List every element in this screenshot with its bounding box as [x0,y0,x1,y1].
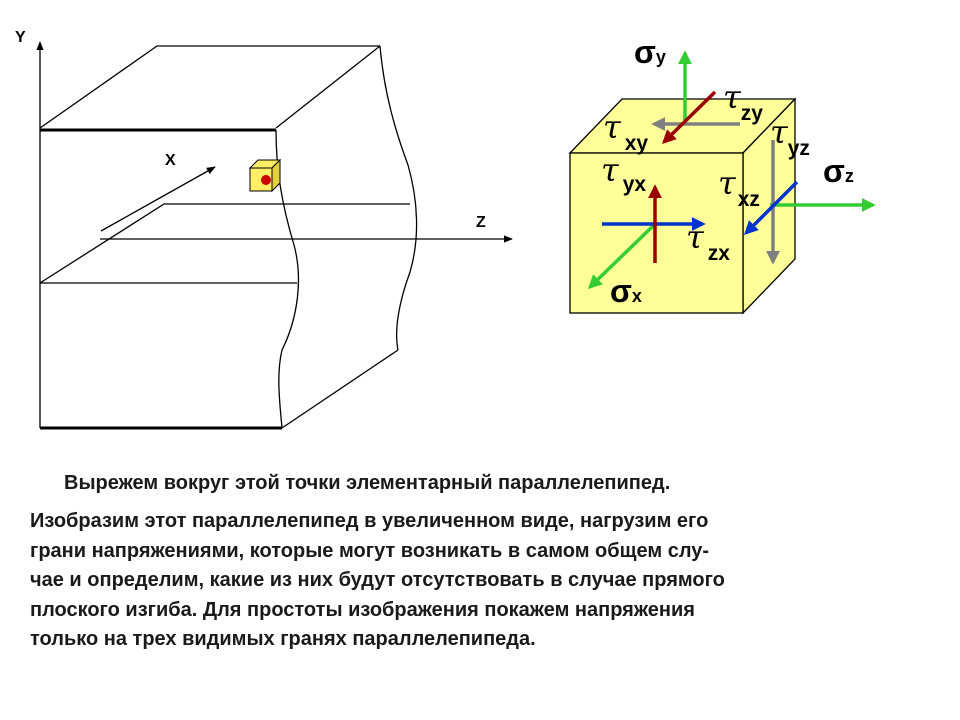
beam-top-back-edge [39,45,380,129]
caption-body: Изобразим этот параллелепипед в увеличен… [30,507,955,655]
caption-line: только на трех видимых гранях параллелеп… [30,628,536,650]
beam-drawing: Y Z X [15,29,513,430]
sigma-x-arrow [587,222,657,289]
tau-xz-arrow [744,180,799,235]
caption-line: грани напряжениями, которые могут возник… [30,539,710,562]
beam-break-line-back [379,45,418,351]
beam-break-line-front [275,129,300,429]
caption-intro: Вырежем вокруг этой точки элементарный п… [64,469,670,499]
axis-x-line [100,166,216,232]
small-element-cube [248,158,282,193]
sigma-x-label: σx [610,273,642,309]
sigma-z-label: σz [823,153,854,189]
axis-z-label: Z [476,214,486,231]
tau-zy-label: τzy [723,78,763,125]
tau-yz-label: τyz [770,113,810,160]
sigma-y-label: σy [634,34,666,70]
beam-top-right-edge [275,45,381,129]
caption-line: чае и определим, какие из них будут отсу… [30,569,725,591]
axis-x-label: X [165,152,176,169]
neutral-layer-plane [39,203,410,284]
beam-bottom-right-edge [281,349,399,429]
caption-line: Изобразим этот параллелепипед в увеличен… [30,510,709,532]
point-marker [261,175,271,185]
caption-line: Вырежем вокруг этой точки элементарный п… [64,472,671,494]
tau-xz-label: τxz [718,164,760,211]
axis-y-label: Y [15,29,26,46]
tau-xy-arrow [662,90,717,144]
caption-line: плоского изгиба. Для простоты изображени… [30,598,695,621]
